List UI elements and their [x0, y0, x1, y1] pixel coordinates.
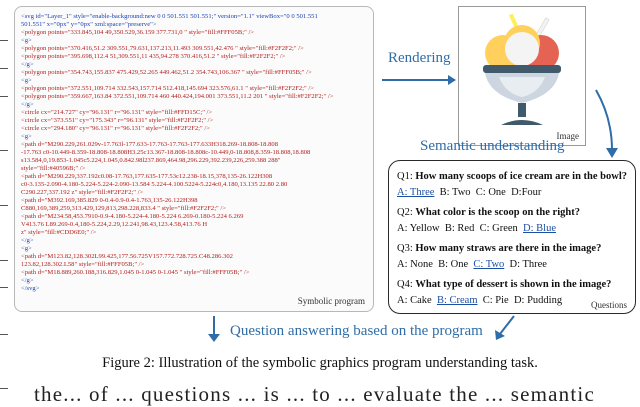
code-line: <circle cx="373.551" cy="175.343" r="96.…: [21, 117, 214, 124]
rendering-arrow-icon: [382, 75, 456, 85]
code-line: <g>: [21, 133, 32, 140]
answer-option: D: Blue: [523, 223, 556, 234]
figure-caption: Figure 2: Illustration of the symbolic g…: [102, 355, 538, 371]
answers-4: A: Cake B: Cream C: Pie D: Pudding: [397, 295, 562, 306]
code-line: C290.227,337.192 z" style="fill:#F2F2F2;…: [21, 189, 144, 196]
code-line: s13.584,0,19.853-1.045c5.224,1.045,0.842…: [21, 157, 281, 164]
margin-tick: [0, 334, 8, 335]
qa-left-arrow-icon: [208, 316, 220, 342]
answer-option: A: Three: [397, 187, 435, 198]
code-line: <polygon points="359.667,163.84 372.551,…: [21, 93, 334, 100]
code-line: <path d="M123.82,128.302L99.425,177.56.7…: [21, 253, 233, 260]
symbolic-program-label: Symbolic program: [297, 296, 365, 306]
ice-cream-icon: [483, 13, 561, 125]
answer-option: B: Two: [439, 187, 471, 198]
code-line: <g>: [21, 37, 32, 44]
question-2: Q2: What color is the scoop on the right…: [397, 207, 580, 218]
margin-tick: [0, 96, 8, 97]
answer-option: C: One: [475, 187, 506, 198]
code-line: </g>: [21, 61, 34, 68]
qa-program-label: Question answering based on the program: [230, 323, 483, 339]
code-line: <polygon points="370.416,51.2 309.551,79…: [21, 45, 304, 52]
answers-2: A: Yellow B: Red C: Green D: Blue: [397, 223, 556, 234]
code-line: <path d="M290.229,337.192c0.08-17.763,17…: [21, 173, 273, 180]
code-line: <path d="M392.169,385.829 0-0.4-0.9-0.4-…: [21, 197, 198, 204]
margin-tick: [0, 40, 8, 41]
answers-3: A: None B: One C: Two D: Three: [397, 259, 547, 270]
code-line: <g>: [21, 77, 32, 84]
semantic-arrow-icon: [595, 89, 618, 158]
image-label: Image: [556, 131, 580, 141]
answer-option: A: Cake: [397, 295, 432, 306]
code-line: <path d="M290.229,261.029v-17.763l-177.6…: [21, 141, 279, 148]
answer-option: D:Four: [511, 187, 542, 198]
qa-right-arrow-icon: [495, 315, 515, 340]
code-line: <polygon points="354.743,155.837 475.429…: [21, 69, 312, 76]
code-line: <circle cx="214.727" cy="96.131" r="96.1…: [21, 109, 213, 116]
body-text-fragment: the... of ... questions ... is ... to ..…: [34, 382, 595, 406]
code-line: <circle cx="294.180" cy="96.131" r="96.1…: [21, 125, 210, 132]
code-line: -17.763 c0-10.449-8.359-18.808-18.808H3.…: [21, 149, 311, 156]
code-line: style="fill:#40596B;" />: [21, 165, 86, 172]
rendered-image-box: Image: [458, 6, 586, 146]
answer-option: A: Yellow: [397, 223, 440, 234]
semantic-understanding-label: Semantic understanding: [420, 138, 565, 154]
code-line: <polygon points="372.551,109.714 332.543…: [21, 85, 314, 92]
questions-panel: Q1: How many scoops of ice cream are in …: [388, 160, 636, 314]
code-line: V413.76 L89.269-0.4,180-5.224,2.29,12.24…: [21, 221, 208, 228]
code-line: </g>: [21, 101, 34, 108]
code-line: <g>: [21, 245, 32, 252]
code-line: <svg id="Layer_1" style="enable-backgrou…: [21, 13, 318, 20]
code-line: C880,169,389,259,313.429,129,813,298.228…: [21, 205, 226, 212]
code-line: c0-3.135-2.090-4.180-5.224-5.224-2.090-1…: [21, 181, 288, 188]
margin-tick: [0, 260, 8, 261]
code-line: <polygon points="395.698,112.4 51,309.55…: [21, 53, 286, 60]
answer-option: B: One: [438, 259, 469, 270]
question-1: Q1: How many scoops of ice cream are in …: [397, 171, 628, 182]
answers-1: A: Three B: Two C: One D:Four: [397, 187, 541, 198]
code-line: </svg>: [21, 285, 40, 292]
margin-tick: [0, 287, 8, 288]
code-line: <path d="M18.889,260.188,316.829,1.045 0…: [21, 269, 250, 276]
answer-option: D: Three: [509, 259, 547, 270]
answer-option: D: Pudding: [513, 295, 563, 306]
code-line: </g>: [21, 237, 34, 244]
answer-option: B: Red: [444, 223, 475, 234]
code-line: 123.82,128.302.L58" style="fill:#FFF05B;…: [21, 261, 145, 268]
margin-tick: [0, 205, 8, 206]
rendering-label: Rendering: [388, 50, 451, 66]
code-line: z" style="fill:#CDD6E0;" />: [21, 229, 97, 236]
code-line: 501.551" x="0px" y="0px" xml:space="pres…: [21, 21, 157, 28]
answer-option: B: Cream: [436, 295, 478, 306]
code-line: </g>: [21, 277, 34, 284]
answer-option: C: Green: [479, 223, 518, 234]
questions-label: Questions: [591, 300, 627, 310]
answer-option: C: Two: [473, 259, 505, 270]
code-line: <path d="M234.58,453.7910-0.9-4.180-5.22…: [21, 213, 244, 220]
answer-option: C: Pie: [482, 295, 509, 306]
question-3: Q3: How many straws are there in the ima…: [397, 243, 602, 254]
symbolic-program-panel: <svg id="Layer_1" style="enable-backgrou…: [14, 6, 374, 312]
question-4: Q4: What type of dessert is shown in the…: [397, 279, 612, 290]
code-line: <polygon points="333.845,104 49,350.529,…: [21, 29, 254, 36]
answer-option: A: None: [397, 259, 433, 270]
margin-tick: [0, 388, 8, 389]
margin-tick: [0, 68, 8, 69]
margin-tick: [0, 150, 8, 151]
